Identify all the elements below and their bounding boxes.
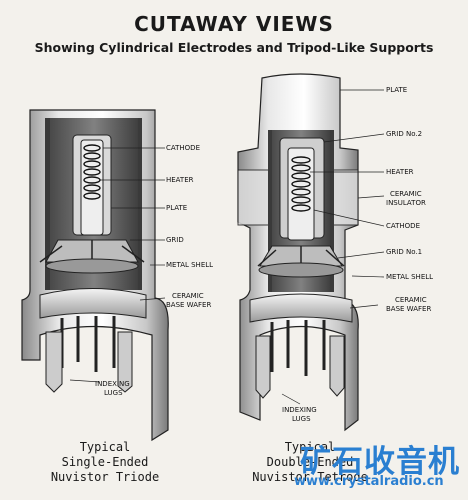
- right-label-ceramic-ins-1: CERAMIC: [390, 190, 422, 198]
- left-caption-line-1: Typical: [79, 440, 131, 454]
- left-tube: [21, 109, 169, 442]
- right-label-ceramic-1: CERAMIC: [395, 296, 427, 304]
- left-leaders: [69, 147, 166, 383]
- right-label-grid1: GRID No.1: [386, 248, 422, 256]
- right-caption-line-3: Nuvistor Tetrode: [252, 470, 368, 484]
- watermark-url: www.crystalradio.cn: [294, 474, 444, 489]
- right-label-heater: HEATER: [386, 168, 414, 176]
- left-caption-line-2: Single-Ended: [61, 455, 149, 469]
- left-heater: [83, 144, 101, 200]
- right-caption-line-1: Typical: [284, 440, 336, 454]
- left-label-metal-shell: METAL SHELL: [166, 261, 213, 269]
- right-label-ceramic-ins-2: INSULATOR: [386, 199, 426, 207]
- page-title: CUTAWAY VIEWS: [134, 12, 334, 36]
- right-label-indexing-1: INDEXING: [282, 406, 317, 414]
- left-caption-line-3: Nuvistor Triode: [50, 470, 160, 484]
- right-tube: [237, 73, 359, 432]
- page-subtitle: Showing Cylindrical Electrodes and Tripo…: [34, 40, 434, 55]
- right-label-plate: PLATE: [386, 86, 407, 94]
- right-caption: Typical Double-Ended Nuvistor Tetrode: [250, 440, 370, 485]
- left-label-indexing-2: LUGS: [104, 389, 123, 397]
- left-label-ceramic-1: CERAMIC: [172, 292, 204, 300]
- left-label-cathode: CATHODE: [166, 144, 200, 152]
- left-indexing-lugs: [45, 331, 63, 393]
- left-label-indexing-1: INDEXING: [95, 380, 130, 388]
- left-cathode: [80, 139, 104, 236]
- left-label-heater: HEATER: [166, 176, 194, 184]
- right-label-cathode: CATHODE: [386, 222, 420, 230]
- left-label-grid: GRID: [166, 236, 184, 244]
- right-caption-line-2: Double-Ended: [266, 455, 354, 469]
- right-cathode: [287, 147, 315, 241]
- right-pins: [270, 320, 326, 376]
- watermark-logo: 矿石收音机: [300, 444, 460, 480]
- right-indexing-lugs: [255, 335, 271, 399]
- right-label-grid2: GRID No.2: [386, 130, 422, 138]
- left-caption: Typical Single-Ended Nuvistor Triode: [50, 440, 160, 485]
- right-label-indexing-2: LUGS: [292, 415, 311, 423]
- right-leaders: [281, 89, 385, 405]
- right-heater: [291, 156, 311, 212]
- left-ceramic-wafer: [39, 288, 147, 319]
- right-label-metal-shell: METAL SHELL: [386, 273, 433, 281]
- right-ceramic-wafer: [249, 293, 353, 323]
- left-label-ceramic-2: BASE WAFER: [166, 301, 211, 309]
- left-label-plate: PLATE: [166, 204, 187, 212]
- right-label-ceramic-2: BASE WAFER: [386, 305, 431, 313]
